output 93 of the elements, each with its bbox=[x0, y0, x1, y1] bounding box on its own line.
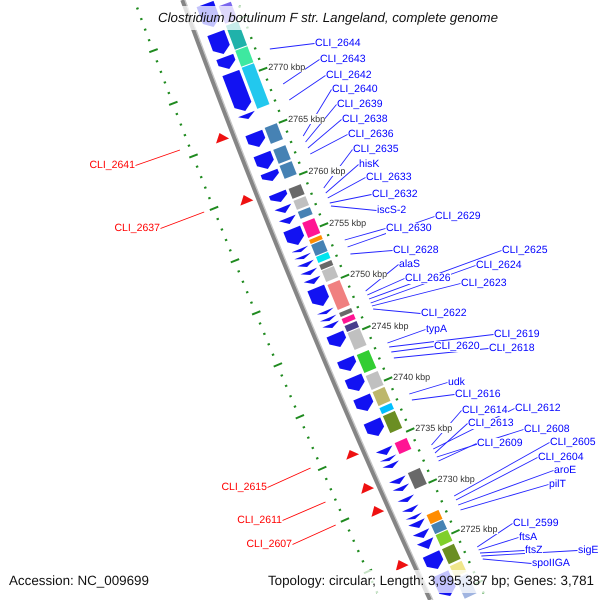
leader-line bbox=[327, 177, 366, 198]
leader-line bbox=[329, 194, 372, 204]
leader-line bbox=[478, 537, 519, 550]
gene-label: CLI_2615 bbox=[221, 482, 267, 492]
gene-label: CLI_2622 bbox=[421, 308, 467, 318]
gene-label: ftsA bbox=[519, 532, 538, 542]
leader-line bbox=[482, 558, 532, 564]
leader-line bbox=[310, 134, 348, 154]
gene-label: hisK bbox=[359, 158, 380, 170]
leader-line bbox=[325, 164, 359, 194]
gene-label: CLI_2625 bbox=[502, 244, 548, 256]
gene-label: CLI_2605 bbox=[550, 436, 596, 448]
leader-line bbox=[305, 104, 337, 142]
leader-line bbox=[388, 334, 494, 348]
gene-label: udk bbox=[448, 376, 465, 388]
gene-label: CLI_2604 bbox=[538, 452, 584, 462]
leader-line bbox=[307, 119, 342, 148]
leader-line bbox=[267, 468, 312, 488]
leader-line bbox=[292, 524, 336, 545]
gene-label: pilT bbox=[549, 478, 566, 490]
leader-line bbox=[408, 382, 448, 394]
gene-label: CLI_2641 bbox=[89, 160, 135, 170]
gene-label: CLI_2635 bbox=[353, 144, 399, 154]
scale-label: 2770 kbp bbox=[268, 62, 306, 72]
leader-line bbox=[269, 43, 315, 50]
gene-label: CLI_2632 bbox=[372, 188, 418, 200]
gene-label: CLI_2643 bbox=[320, 54, 366, 64]
leader-line bbox=[458, 470, 554, 506]
scale-label: 2765 kbp bbox=[288, 114, 326, 124]
gene-label: CLI_2644 bbox=[315, 38, 361, 48]
leader-line bbox=[456, 457, 538, 500]
leader-line bbox=[282, 502, 326, 521]
leader-line bbox=[438, 443, 477, 462]
leader-line bbox=[476, 523, 513, 548]
gene-label: CLI_2611 bbox=[237, 514, 282, 526]
gene-label: CLI_2619 bbox=[494, 328, 540, 340]
gene-label: CLI_2620 bbox=[434, 340, 480, 352]
gene-label: iscS-2 bbox=[377, 204, 406, 216]
scale-label: 2750 kbp bbox=[350, 269, 388, 280]
leader-line bbox=[330, 206, 377, 211]
leader-line bbox=[366, 278, 405, 296]
scale-label: 2735 kbp bbox=[415, 422, 452, 433]
gene-label: CLI_2638 bbox=[342, 114, 388, 124]
gene-label: typA bbox=[426, 324, 448, 334]
leader-line bbox=[344, 228, 386, 240]
gene-label: CLI_2637 bbox=[114, 222, 160, 234]
gene-label: CLI_2624 bbox=[476, 260, 522, 270]
leader-line bbox=[390, 346, 434, 352]
gene-label: CLI_2639 bbox=[337, 98, 383, 110]
gene-label: aroE bbox=[554, 464, 576, 476]
gene-label: alaS bbox=[399, 258, 420, 270]
gene-label: CLI_2628 bbox=[393, 244, 439, 256]
gene-label: CLI_2636 bbox=[348, 128, 394, 140]
gene-label: CLI_2633 bbox=[366, 172, 412, 182]
leader-line bbox=[460, 484, 549, 510]
gene-label: CLI_2614 bbox=[462, 404, 508, 416]
gene-label: spoIIGA bbox=[532, 558, 570, 568]
gene-label: CLI_2630 bbox=[386, 222, 432, 234]
gene-label: CLI_2609 bbox=[477, 438, 523, 448]
gene-label: CLI_2613 bbox=[468, 418, 514, 428]
leader-line bbox=[371, 283, 461, 306]
scale-label: 2740 kbp bbox=[393, 372, 430, 382]
gene-label: ftsZ bbox=[525, 544, 542, 556]
leader-line bbox=[387, 329, 426, 344]
gene-label: CLI_2612 bbox=[515, 402, 561, 414]
gene-label: CLI_2607 bbox=[246, 538, 292, 550]
accession-text: Accession: NC_009699 bbox=[9, 573, 149, 589]
gene-label: CLI_2642 bbox=[326, 70, 372, 80]
gene-label: sigE bbox=[578, 544, 598, 556]
gene-label: CLI_2616 bbox=[455, 388, 501, 400]
leader-line bbox=[135, 150, 180, 166]
gene-label: CLI_2626 bbox=[405, 272, 451, 284]
leader-line bbox=[288, 75, 326, 100]
leader-line bbox=[365, 264, 399, 292]
leader-line bbox=[411, 394, 455, 400]
gene-label: CLI_2599 bbox=[513, 518, 559, 528]
scale-label: 2745 kbp bbox=[371, 320, 408, 331]
gene-label: CLI_2618 bbox=[489, 342, 535, 354]
scale-label: 2725 kbp bbox=[460, 524, 498, 534]
gene-label: CLI_2629 bbox=[435, 210, 481, 222]
leader-line bbox=[454, 442, 550, 496]
leader-line bbox=[480, 550, 525, 554]
scale-label: 2755 kbp bbox=[329, 218, 366, 228]
leader-line bbox=[372, 308, 421, 314]
gene-label: CLI_2640 bbox=[332, 84, 378, 94]
leader-line bbox=[434, 423, 468, 454]
leader-line bbox=[160, 212, 205, 229]
scale-label: 2760 kbp bbox=[308, 166, 346, 176]
leader-line bbox=[350, 250, 393, 254]
scale-label: 2730 kbp bbox=[438, 474, 475, 484]
leader-line bbox=[282, 59, 320, 84]
gene-label: CLI_2608 bbox=[524, 424, 570, 434]
gene-label: CLI_2623 bbox=[461, 278, 507, 288]
